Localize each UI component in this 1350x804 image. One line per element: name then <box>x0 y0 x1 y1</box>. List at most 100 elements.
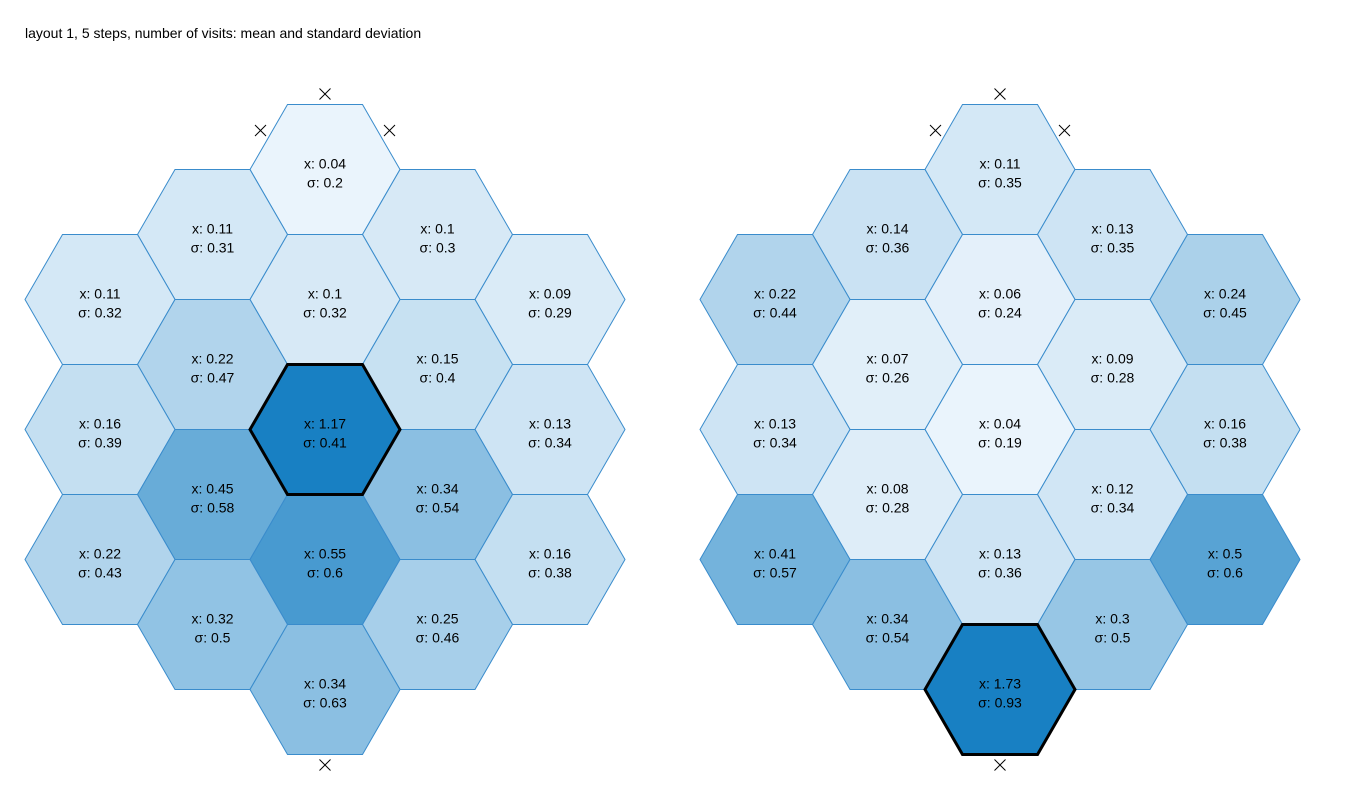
hex-sd-label: σ: 0.36 <box>866 240 910 256</box>
hex-sd-label: σ: 0.5 <box>1095 630 1131 646</box>
hex-sd-label: σ: 0.54 <box>416 500 460 516</box>
hex-highlight-outline <box>923 623 1077 756</box>
hex-sd-label: σ: 0.57 <box>753 565 797 581</box>
hex-sd-label: σ: 0.41 <box>303 435 347 451</box>
hex-mean-label: x: 0.12 <box>1091 481 1133 497</box>
hex-mean-label: x: 1.17 <box>304 416 346 432</box>
hex-mean-label: x: 0.5 <box>1208 546 1242 562</box>
hex-cell: x: 0.22 σ: 0.47 <box>136 299 289 430</box>
close-icon <box>254 124 267 137</box>
hex-sd-label: σ: 0.39 <box>78 435 122 451</box>
hex-mean-label: x: 0.34 <box>304 676 346 692</box>
hex-cell: x: 0.22 σ: 0.43 <box>24 494 176 625</box>
hex-mean-label: x: 0.09 <box>529 286 571 302</box>
hex-sd-label: σ: 0.32 <box>303 305 347 321</box>
hex-sd-label: σ: 0.3 <box>420 240 456 256</box>
hex-cell: x: 0.07 σ: 0.26 <box>811 299 964 430</box>
hex-cell: x: 0.11 σ: 0.31 <box>136 169 289 300</box>
hex-mean-label: x: 0.11 <box>980 156 1021 172</box>
hex-mean-label: x: 0.15 <box>416 351 458 367</box>
hex-sd-label: σ: 0.36 <box>978 565 1022 581</box>
hex-cell: x: 1.73 σ: 0.93 <box>924 624 1076 755</box>
hex-sd-label: σ: 0.6 <box>307 565 343 581</box>
hex-mean-label: x: 0.13 <box>754 416 796 432</box>
hex-mean-label: x: 0.16 <box>529 546 571 562</box>
hex-sd-label: σ: 0.28 <box>1091 370 1135 386</box>
close-icon <box>1058 124 1071 137</box>
hex-mean-label: x: 0.04 <box>304 156 346 172</box>
hex-mean-label: x: 1.73 <box>979 676 1021 692</box>
hex-sd-label: σ: 0.26 <box>866 370 910 386</box>
hex-sd-label: σ: 0.24 <box>978 305 1022 321</box>
hex-cell: x: 0.34 σ: 0.63 <box>249 624 401 755</box>
hex-sd-label: σ: 0.54 <box>866 630 910 646</box>
hex-mean-label: x: 0.06 <box>979 286 1021 302</box>
close-icon <box>319 88 331 100</box>
hex-sd-label: σ: 0.43 <box>78 565 122 581</box>
hex-mean-label: x: 0.34 <box>416 481 458 497</box>
hex-sd-label: σ: 0.35 <box>978 175 1022 191</box>
hex-cell: x: 0.16 σ: 0.39 <box>24 364 176 495</box>
hex-mean-label: x: 0.34 <box>866 611 908 627</box>
figure-title: layout 1, 5 steps, number of visits: mea… <box>25 25 422 41</box>
hex-cell: x: 0.3σ: 0.5 <box>1036 559 1189 690</box>
hex-highlight-outline <box>248 363 402 496</box>
close-icon <box>383 124 396 137</box>
close-icon <box>994 759 1006 771</box>
hex-sd-label: σ: 0.34 <box>1091 500 1135 516</box>
hex-cell: x: 0.34 σ: 0.54 <box>361 429 514 560</box>
hex-cell: x: 0.13 σ: 0.34 <box>699 364 851 495</box>
hex-mean-label: x: 0.07 <box>866 351 908 367</box>
hex-cell: x: 0.11 σ: 0.32 <box>24 234 176 365</box>
hex-sd-label: σ: 0.29 <box>528 305 572 321</box>
hex-cell: x: 0.25σ: 0.46 <box>361 559 514 690</box>
hex-mean-label: x: 0.16 <box>1204 416 1246 432</box>
close-icon <box>994 88 1006 100</box>
hex-sd-label: σ: 0.2 <box>307 175 343 191</box>
hex-mean-label: x: 0.16 <box>79 416 121 432</box>
hex-mean-label: x: 0.11 <box>192 221 233 237</box>
hex-cell: x: 0.24σ: 0.45 <box>1149 234 1301 365</box>
hex-cell: x: 0.04 σ: 0.19 <box>924 364 1076 495</box>
hex-mean-label: x: 0.55 <box>304 546 346 562</box>
hex-sd-label: σ: 0.31 <box>191 240 235 256</box>
hex-mean-label: x: 0.11 <box>80 286 121 302</box>
hex-mean-label: x: 0.1 <box>420 221 454 237</box>
hex-sd-label: σ: 0.4 <box>420 370 456 386</box>
hex-mean-label: x: 0.41 <box>754 546 796 562</box>
hex-mean-label: x: 0.08 <box>866 481 908 497</box>
hex-cell: x: 0.06 σ: 0.24 <box>924 234 1076 365</box>
hex-sd-label: σ: 0.34 <box>753 435 797 451</box>
hex-mean-label: x: 0.13 <box>1091 221 1133 237</box>
hex-cell: x: 0.04 σ: 0.2 <box>249 104 401 235</box>
hex-cell: x: 0.22σ: 0.44 <box>699 234 851 365</box>
hex-panel-left: x: 0.04 σ: 0.2 x: 0.11 σ: 0.31 x: 0.1 σ: 0.3 x… <box>24 88 626 771</box>
hex-sd-label: σ: 0.5 <box>195 630 231 646</box>
hex-sd-label: σ: 0.35 <box>1091 240 1135 256</box>
hex-mean-label: x: 0.22 <box>79 546 121 562</box>
hex-mean-label: x: 0.22 <box>191 351 233 367</box>
hex-sd-label: σ: 0.58 <box>191 500 235 516</box>
hex-mean-label: x: 0.13 <box>529 416 571 432</box>
hex-mean-label: x: 0.24 <box>1204 286 1246 302</box>
hex-mean-label: x: 0.25 <box>416 611 458 627</box>
close-icon <box>319 759 331 771</box>
hex-sd-label: σ: 0.6 <box>1207 565 1243 581</box>
hex-sd-label: σ: 0.93 <box>978 695 1022 711</box>
hex-mean-label: x: 0.45 <box>191 481 233 497</box>
hex-sd-label: σ: 0.63 <box>303 695 347 711</box>
hex-sd-label: σ: 0.19 <box>978 435 1022 451</box>
hex-mean-label: x: 0.13 <box>979 546 1021 562</box>
hex-mean-label: x: 0.14 <box>866 221 908 237</box>
hex-mean-label: x: 0.04 <box>979 416 1021 432</box>
hex-sd-label: σ: 0.47 <box>191 370 235 386</box>
hex-sd-label: σ: 0.32 <box>78 305 122 321</box>
hex-sd-label: σ: 0.28 <box>866 500 910 516</box>
hex-cell: x: 0.16σ: 0.38 <box>474 494 626 625</box>
hex-mean-label: x: 0.32 <box>191 611 233 627</box>
hex-shape <box>249 624 401 755</box>
hex-sd-label: σ: 0.34 <box>528 435 572 451</box>
hex-mean-label: x: 0.22 <box>754 286 796 302</box>
hex-mean-label: x: 0.09 <box>1091 351 1133 367</box>
